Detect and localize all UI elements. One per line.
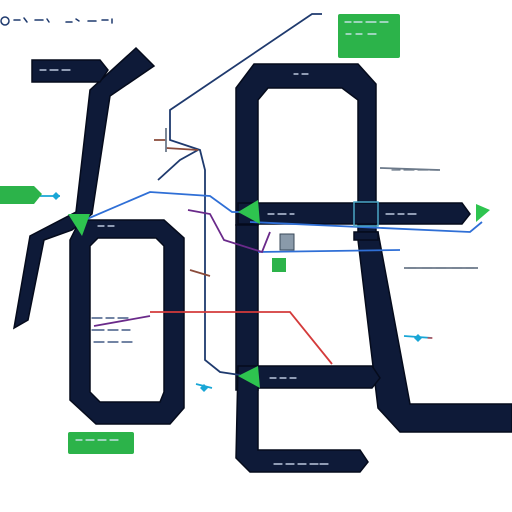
diamond-markers (52, 192, 422, 392)
navy-route (169, 13, 322, 376)
scribble-text (344, 21, 389, 35)
diamond-icon (52, 192, 60, 200)
purple-route-2 (93, 315, 151, 327)
blue-route (79, 191, 240, 223)
lower-left-rect (69, 219, 185, 425)
brown-route (154, 139, 211, 277)
diamond-icon (414, 334, 422, 342)
scribble-labels (39, 21, 475, 465)
blue-route-2 (249, 221, 483, 233)
diamond-icon (200, 384, 208, 392)
top-left-header (0, 16, 113, 26)
arrow-head-icon (238, 366, 260, 388)
green-tags (0, 14, 400, 454)
tag-small-mid (272, 258, 286, 272)
purple-route (187, 209, 271, 254)
arrow-head-icon (476, 204, 490, 222)
junction-box (353, 201, 379, 227)
tag-top-right (338, 14, 400, 58)
top-left-bar (31, 59, 109, 83)
arrow-head-icon (68, 214, 90, 236)
arrow-head-icon (238, 200, 260, 224)
green-nodes (68, 200, 490, 388)
right-tail (353, 231, 379, 241)
square-node (279, 233, 295, 251)
tag-left-mid (0, 186, 42, 204)
red-route (150, 311, 333, 365)
scribble-text (391, 169, 475, 269)
scribble-text (13, 17, 113, 24)
navy-route-2 (157, 149, 199, 181)
track-shapes (12, 46, 512, 473)
tag-bottom-left (68, 432, 134, 454)
blue-route-3 (257, 249, 401, 253)
left-slanted-arm (12, 46, 156, 330)
right-diagonal-leg (357, 231, 512, 433)
circle-icon (0, 16, 10, 26)
scribble-text (91, 317, 133, 343)
